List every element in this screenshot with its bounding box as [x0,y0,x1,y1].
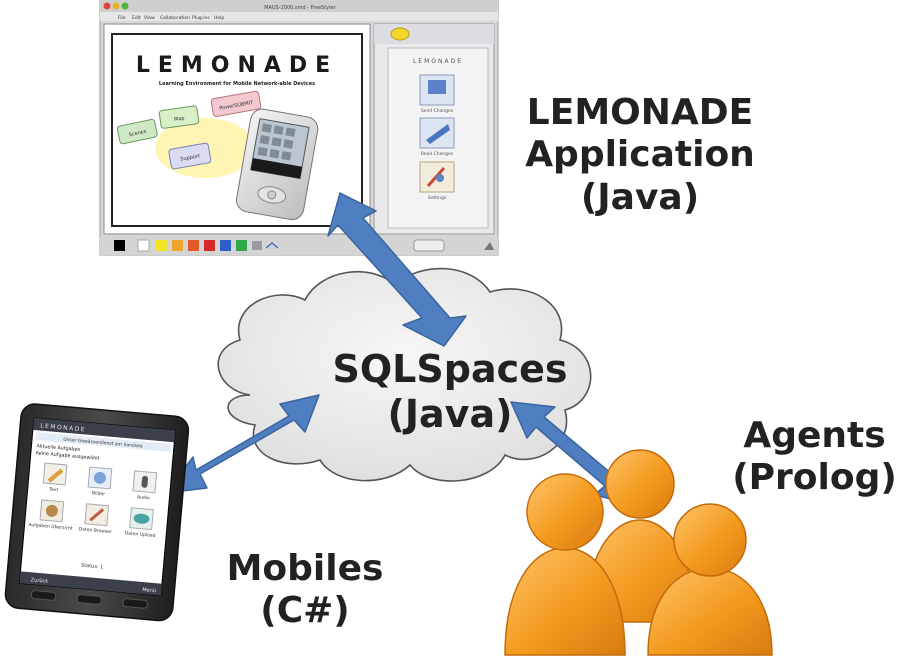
application-label-line1: LEMONADE [526,92,754,133]
cloud-label-line1: SQLSpaces [332,347,568,391]
svg-text:Aufgaben Übersicht: Aufgaben Übersicht [28,521,73,532]
cloud-label-line2: (Java) [387,391,513,436]
arrow-app-to-cloud [327,192,467,347]
mobile-phone: LEMONADE Unser Gewässerdienst am Sandsee… [4,403,190,622]
svg-text:Map: Map [174,115,185,122]
softkey-right[interactable]: Menü [142,587,156,594]
agent-figure-left [504,473,626,656]
softkey-left[interactable]: Zurück [30,577,48,585]
mobile-brand: LEMONADE [40,423,86,434]
end-button[interactable] [122,598,148,609]
mobile-pictures-button[interactable]: Bilder [87,466,113,498]
send-changes-button[interactable]: Send Changes [419,74,455,114]
settings-button[interactable]: Settings [419,161,455,201]
svg-text:Daten Browser: Daten Browser [78,526,112,535]
mobiles-label-line2: (C#) [260,590,350,632]
application-label-line2: Application [525,134,755,176]
card-map: Map [158,105,200,129]
agents-label: Agents (Prolog) [720,415,909,500]
page-navigation[interactable] [413,239,445,252]
agents-label-line1: Agents [743,415,886,456]
svg-text:Scenes: Scenes [128,129,147,139]
pda-device-image [236,108,319,221]
print-icon[interactable] [484,242,494,250]
cloud-label: SQLSpaces (Java) [300,347,600,437]
menu-edit[interactable]: Edit [132,15,141,21]
home-button[interactable] [76,594,102,605]
lemonade-subtitle: Learning Environment for Mobile Network-… [159,81,315,87]
mobile-line1: Aktuelle Aufgaben [36,443,80,453]
side-panel-title: LEMONADE [413,58,463,65]
mobile-data-browser-button[interactable]: Daten Browser [78,503,114,535]
svg-text:Support: Support [180,153,201,162]
window-title: MAUS-2000.smd - FreeStyler [264,5,336,11]
mobile-text-button[interactable]: Text [42,462,68,494]
card-scenes: Scenes [116,118,158,145]
sqlspaces-cloud [217,267,592,482]
card-support: Support [168,142,212,170]
color-palette[interactable] [114,239,247,252]
svg-text:Text: Text [48,486,59,493]
image-tool-icon[interactable] [252,241,262,250]
menu-file[interactable]: File [118,15,126,21]
mobile-audio-button[interactable]: Audio [132,470,158,502]
mobiles-label-line1: Mobiles [226,548,384,589]
svg-text:Audio: Audio [137,494,151,501]
svg-text:Send Changes: Send Changes [421,108,454,114]
menu-view[interactable]: View [144,15,155,21]
zoom-dot-icon[interactable] [121,2,129,10]
svg-text:Settings: Settings [428,195,447,201]
mobiles-label: Mobiles (C#) [190,548,420,633]
svg-text:Read Changes: Read Changes [421,151,454,157]
mobile-tasks-overview-button[interactable]: Aufgaben Übersicht [28,499,75,532]
application-label: LEMONADE Application (Java) [475,92,805,219]
call-button[interactable] [30,590,57,601]
card-powersubmit: PowerSUBMIT [210,90,262,117]
menu-help[interactable]: Help [214,15,224,21]
menu-collaboration[interactable]: Collaboration [160,15,190,21]
minimize-dot-icon[interactable] [112,2,120,10]
application-window: MAUS-2000.smd - FreeStyler File Edit Vie… [99,0,499,256]
lemon-tab-icon[interactable] [390,27,410,41]
lemonade-logo: LEMONADE [136,53,338,78]
close-dot-icon[interactable] [103,2,111,10]
svg-text:Daten Upload: Daten Upload [125,530,156,539]
svg-text:Bilder: Bilder [92,490,106,497]
mobile-data-upload-button[interactable]: Daten Upload [125,507,158,539]
mobile-line2: Keine Aufgabe ausgewählt [36,450,100,462]
menu-plugins[interactable]: Plug-ins [192,15,210,21]
agent-figure-right [647,503,773,656]
mobile-status: Status: 1 [81,563,104,571]
agents-label-line2: (Prolog) [732,457,897,499]
agents-group [504,449,773,656]
read-changes-button[interactable]: Read Changes [419,117,455,157]
shape-tool-icon[interactable] [265,242,279,249]
application-label-line3: (Java) [580,176,700,218]
